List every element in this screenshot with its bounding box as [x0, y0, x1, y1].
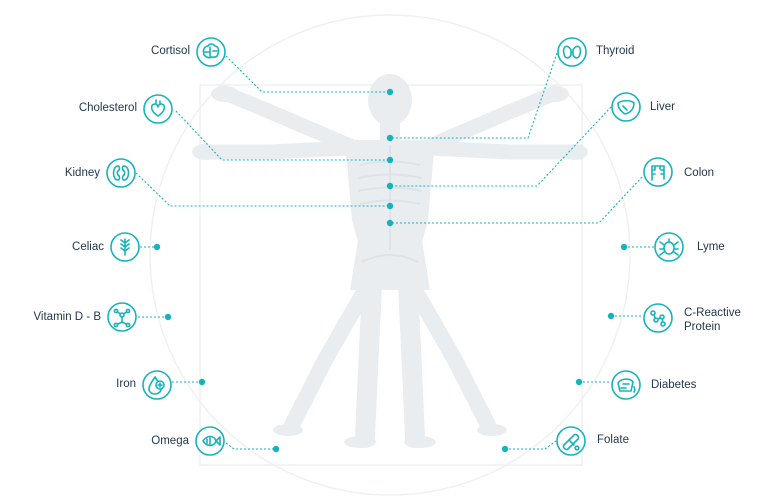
vitruvian-circle — [149, 14, 631, 496]
label-lyme: Lyme — [697, 241, 725, 253]
dot-thyroid — [386, 134, 394, 142]
dot-lyme — [620, 243, 628, 251]
dot-celiac — [153, 243, 161, 251]
dot-diabetes — [575, 378, 583, 386]
dot-cholesterol — [386, 156, 394, 164]
leader-cortisol — [225, 55, 390, 93]
label-c-reactive-line2: Protein — [684, 321, 721, 333]
dot-vitamin — [164, 313, 172, 321]
dot-folate — [501, 445, 509, 453]
dot-omega — [272, 445, 280, 453]
label-c-reactive-line1: C-Reactive — [684, 307, 741, 319]
label-diabetes: Diabetes — [651, 379, 697, 391]
wheat-icon — [110, 232, 140, 262]
dot-cortisol — [386, 88, 394, 96]
brain-icon — [196, 37, 226, 67]
label-thyroid: Thyroid — [596, 45, 635, 57]
iron-drop-icon — [142, 370, 172, 400]
capsule-icon — [556, 426, 586, 456]
label-liver: Liver — [650, 101, 675, 113]
dot-iron — [198, 378, 206, 386]
dot-kidney — [386, 202, 394, 210]
tick-bug-icon — [654, 232, 684, 262]
label-c-reactive-protein: C-Reactive Protein — [684, 306, 741, 334]
label-omega: Omega — [151, 435, 189, 447]
leader-liver — [390, 106, 612, 187]
endpoint-dots — [153, 88, 628, 453]
label-celiac: Celiac — [72, 241, 104, 253]
dot-colon — [386, 219, 394, 227]
liver-icon — [611, 92, 641, 122]
leader-thyroid — [390, 52, 558, 139]
leader-folate — [505, 440, 557, 450]
leader-lines — [135, 52, 654, 450]
protein-chain-icon — [643, 303, 673, 333]
label-colon: Colon — [684, 167, 715, 179]
kidney-icon — [106, 158, 136, 188]
label-cholesterol: Cholesterol — [78, 102, 137, 114]
leader-omega — [225, 442, 276, 450]
dot-liver — [386, 182, 394, 190]
fish-icon — [195, 426, 225, 456]
colon-icon — [643, 157, 673, 187]
dot-crp — [607, 312, 615, 320]
label-folate: Folate — [597, 434, 629, 446]
heart-icon — [143, 94, 173, 124]
label-iron: Iron — [116, 378, 136, 390]
molecule-icon — [107, 302, 137, 332]
label-kidney: Kidney — [64, 167, 100, 179]
label-vitamin-d-b: Vitamin D - B — [33, 311, 101, 323]
label-cortisol: Cortisol — [151, 45, 190, 57]
thyroid-icon — [557, 37, 587, 67]
human-body-silhouette — [192, 74, 588, 448]
glucose-meter-icon — [611, 370, 641, 400]
leader-colon — [390, 176, 643, 224]
